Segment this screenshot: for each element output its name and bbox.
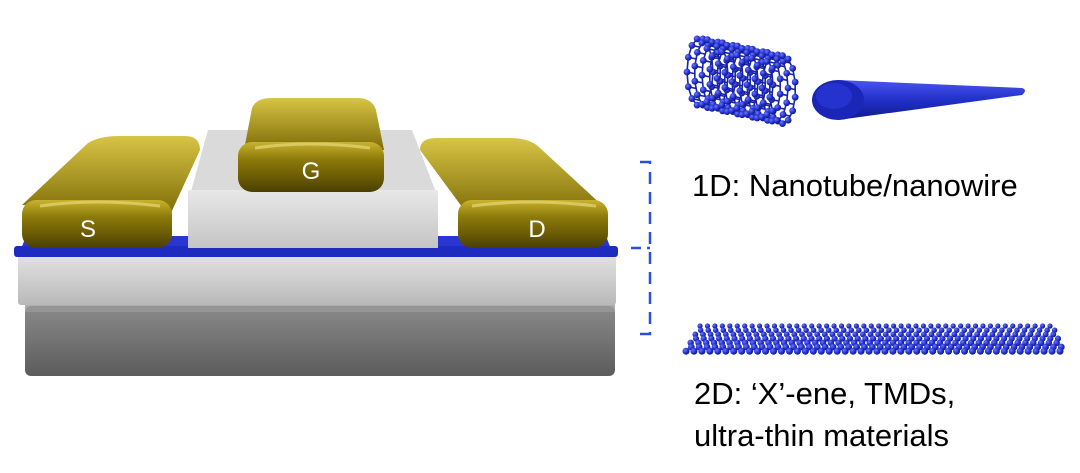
two-d-label-line2: ultra-thin materials [694,418,949,453]
gate-label: G [301,158,321,185]
source-electrode [22,136,200,248]
drain-label: D [528,216,546,243]
oxide-layer [18,255,616,305]
one-d-label: 1D: Nanotube/nanowire [692,168,1018,203]
substrate-layer [25,302,615,376]
gate-electrode [238,98,384,192]
2d-sheet-icon [682,323,1065,355]
nanowire-icon [812,80,1025,120]
source-label: S [79,216,96,243]
two-d-label-line1: 2D: ‘X’-ene, TMDs, [694,376,956,411]
materials-bracket [631,160,652,336]
drain-electrode [420,138,608,248]
nanotube-icon [683,35,799,127]
